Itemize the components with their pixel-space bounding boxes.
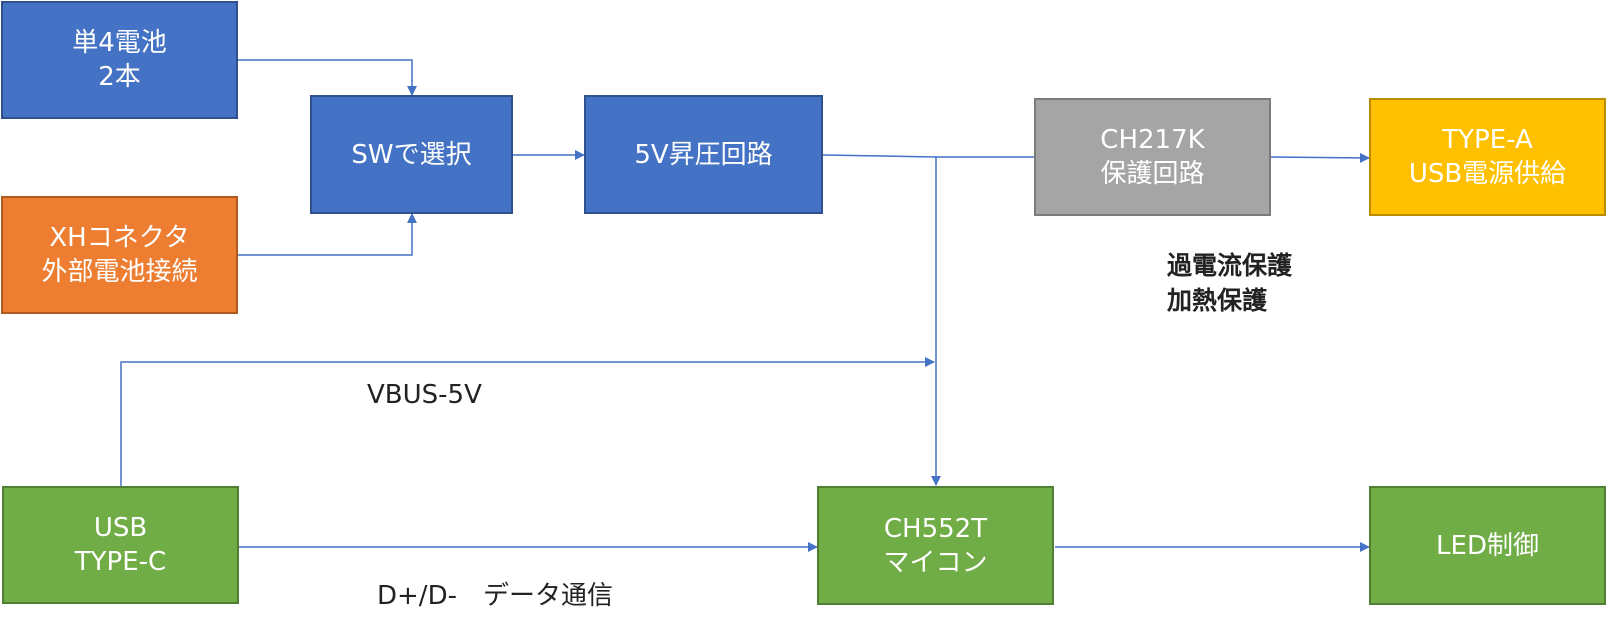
mcu-block-line2: マイコン [883,547,988,578]
battery-block-line2: 2本 [98,62,141,92]
ch217k-block-line2: 保護回路 [1100,159,1205,189]
boost-circuit-block-label: 5V昇圧回路 [634,139,773,170]
typea-block-line2: USB電源供給 [1408,159,1567,189]
battery-block-line1: 単4電池 [72,28,167,58]
mcu-block: CH552T マイコン [817,486,1054,605]
typea-output-block: TYPE-A USB電源供給 [1369,98,1606,216]
protection-note-line2: 加熱保護 [1167,286,1268,315]
usb-typec-block-line1: USB [93,513,148,543]
data-communication-label: D+/D- データ通信 [377,581,613,611]
battery-block: 単4電池 2本 [1,1,238,119]
ch217k-protection-block: CH217K 保護回路 [1034,98,1271,216]
usb-typec-block-line2: TYPE-C [74,547,167,577]
led-control-block-label: LED制御 [1436,530,1539,561]
ch217k-to-typea-connector [1270,152,1370,163]
typea-block-line1: TYPE-A [1442,125,1533,155]
xh-connector-block-line1: XHコネクタ [49,223,190,253]
xh-to-sw-connector [237,213,417,256]
mcu-block-line1: CH552T [883,513,988,544]
vbus-connector [120,357,935,486]
ch217k-block-line1: CH217K [1100,125,1205,155]
xh-connector-block: XHコネクタ 外部電池接続 [1,196,238,314]
sw-select-block-label: SWで選択 [351,139,472,170]
usb-typec-block: USB TYPE-C [2,486,239,604]
led-control-block: LED制御 [1369,486,1606,605]
boost-circuit-block: 5V昇圧回路 [584,95,823,214]
vbus-label: VBUS-5V [367,380,482,410]
battery-to-sw-connector [237,59,417,96]
xh-connector-block-line2: 外部電池接続 [41,257,198,287]
sw-select-block: SWで選択 [310,95,513,214]
protection-note-line1: 過電流保護 [1167,251,1293,280]
protection-features-note: 過電流保護 加熱保護 [1167,248,1292,318]
boost-to-ch217k-connector [822,154,1036,158]
